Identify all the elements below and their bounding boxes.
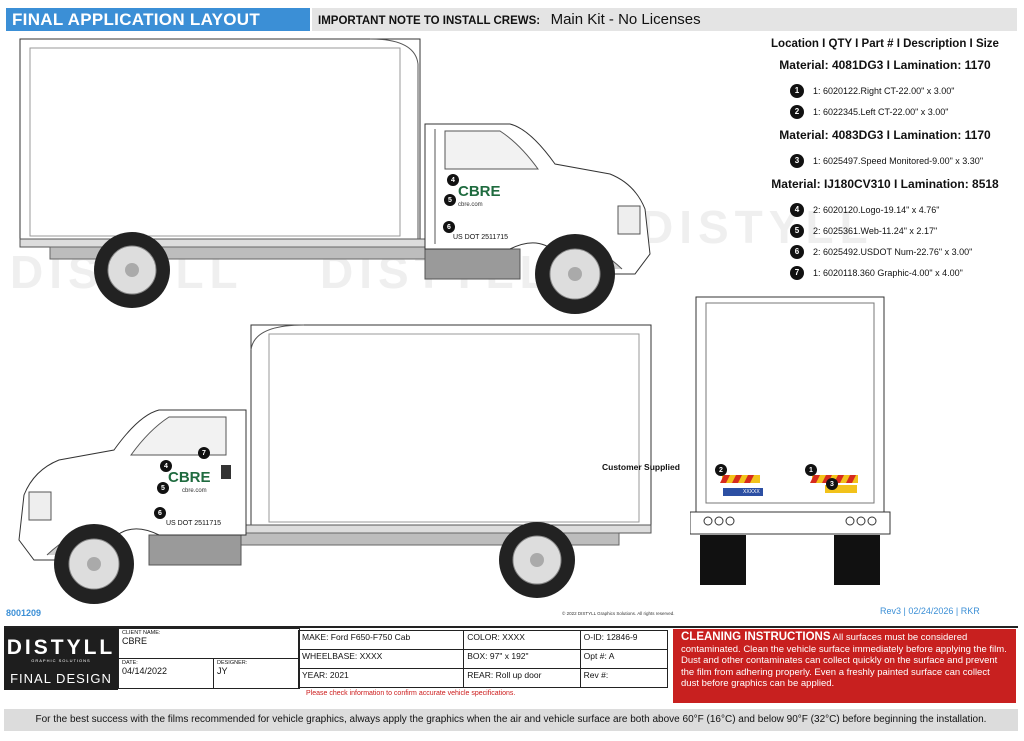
truck-side-right-drawing: CBRE cbre.com US DOT 2511715	[19, 38, 651, 314]
temperature-note: For the best success with the films reco…	[4, 709, 1018, 731]
legend-item-text: 1: 6022345.Left CT-22.00" x 3.00"	[813, 106, 949, 117]
callout-6: 6	[154, 507, 166, 519]
callout-6: 6	[443, 221, 455, 233]
legend-number: 6	[790, 244, 804, 259]
legend-item-text: 2: 6020120.Logo-19.14" x 4.76"	[813, 204, 940, 215]
spec-wheelbase: WHEELBASE: XXXX	[297, 649, 465, 669]
logo-sub: GRAPHIC SOLUTIONS	[31, 658, 91, 663]
logo-word: DISTYLL	[6, 636, 116, 659]
legend-item: 2 1: 6022345.Left CT-22.00" x 3.00"	[790, 101, 1010, 122]
cbre-logo: CBRE	[458, 183, 501, 200]
client-value: CBRE	[122, 636, 148, 646]
legend-item-text: 1: 6025497.Speed Monitored-9.00" x 3.30"	[813, 155, 984, 166]
date-value: 04/14/2022	[122, 666, 168, 676]
legend-item: 3 1: 6025497.Speed Monitored-9.00" x 3.30…	[790, 150, 1010, 171]
spec-year: YEAR: 2021	[297, 668, 465, 688]
legend-number: 7	[790, 265, 804, 280]
legend-item: 5 2: 6025361.Web-11.24" x 2.17"	[790, 220, 1010, 241]
legend-material: Material: IJ180CV310 I Lamination: 8518	[771, 177, 999, 191]
cleaning-instructions: CLEANING INSTRUCTIONS All surfaces must …	[673, 629, 1016, 703]
callout-3: 3	[826, 478, 838, 490]
client-label: CLIENT NAME:	[122, 630, 161, 636]
callout-2: 2	[715, 464, 727, 476]
truck-rear-drawing	[690, 296, 891, 585]
legend-item: 1 1: 6020122.Right CT-22.00" x 3.00"	[790, 80, 1010, 101]
layout-title: FINAL APPLICATION LAYOUT	[6, 8, 310, 31]
truck-side-left-drawing: CBRE cbre.com US DOT 2511715	[18, 324, 652, 604]
distyll-logo: DISTYLL GRAPHIC SOLUTIONS FINAL DESIGN	[4, 628, 118, 690]
final-design-label: FINAL DESIGN	[10, 671, 112, 686]
legend-item-text: 2: 6025492.USDOT Num-22.76" x 3.00"	[813, 246, 973, 257]
watermark: DISTYLL	[640, 201, 874, 253]
callout-4: 4	[447, 174, 459, 186]
legend-item-text: 1: 6020122.Right CT-22.00" x 3.00"	[813, 85, 955, 96]
designer-value: JY	[217, 666, 228, 676]
spec-make: MAKE: Ford F650-F750 Cab	[297, 630, 465, 650]
parts-legend: Location I QTY I Part # I Description I …	[760, 38, 1010, 283]
callout-5: 5	[157, 482, 169, 494]
callout-1: 1	[805, 464, 817, 476]
customer-supplied-label: Customer Supplied	[602, 462, 680, 472]
callout-4: 4	[160, 460, 172, 472]
legend-item: 4 2: 6020120.Logo-19.14" x 4.76"	[790, 199, 1010, 220]
copyright: © 2022 DISTYLL Graphics Solutions. All r…	[562, 611, 675, 616]
cleaning-text: All surfaces must be considered contamin…	[681, 632, 1007, 689]
install-note-label: IMPORTANT NOTE TO INSTALL CREWS:	[318, 15, 541, 27]
legend-material: Material: 4083DG3 I Lamination: 1170	[779, 128, 991, 142]
usdot-number: US DOT 2511715	[453, 234, 508, 241]
cbre-web: cbre.com	[458, 202, 483, 208]
spec-rear: REAR: Roll up door	[463, 668, 581, 688]
client-info-table: CLIENT NAME:CBRE DATE:04/14/2022 DESIGNER…	[118, 628, 300, 689]
date-label: DATE:	[122, 660, 138, 666]
spec-color: COLOR: XXXX	[463, 630, 581, 650]
cbre-logo: CBRE	[168, 469, 211, 486]
license-plate-text: XXXXX	[743, 489, 760, 495]
callout-5: 5	[444, 194, 456, 206]
cleaning-title: CLEANING INSTRUCTIONS	[681, 631, 831, 643]
legend-item: 6 2: 6025492.USDOT Num-22.76" x 3.00"	[790, 241, 1010, 262]
usdot-number: US DOT 2511715	[166, 520, 221, 527]
revision-info: Rev3 | 02/24/2026 | RKR	[880, 606, 980, 616]
legend-number: 2	[790, 104, 804, 119]
legend-item: 7 1: 6020118.360 Graphic-4.00" x 4.00"	[790, 262, 1010, 283]
legend-number: 4	[790, 202, 804, 217]
title-block-rule	[4, 626, 1018, 694]
legend-material: Material: 4081DG3 I Lamination: 1170	[779, 58, 991, 72]
install-note-value: Main Kit - No Licenses	[550, 11, 701, 28]
spec-oid: O-ID: 12846-9	[579, 630, 669, 650]
legend-number: 1	[790, 83, 804, 98]
cbre-web: cbre.com	[182, 488, 207, 494]
spec-rev: Rev #:	[579, 668, 669, 688]
legend-heading: Location I QTY I Part # I Description I …	[771, 38, 999, 50]
spec-opt: Opt #: A	[579, 649, 669, 669]
install-note: IMPORTANT NOTE TO INSTALL CREWS: Main Ki…	[312, 8, 1017, 31]
legend-number: 3	[790, 153, 804, 168]
legend-item-text: 2: 6025361.Web-11.24" x 2.17"	[813, 225, 938, 236]
legend-item-text: 1: 6020118.360 Graphic-4.00" x 4.00"	[813, 267, 963, 278]
job-number: 8001209	[6, 608, 42, 618]
designer-label: DESIGNER:	[217, 660, 248, 666]
legend-number: 5	[790, 223, 804, 238]
callout-7: 7	[198, 447, 210, 459]
spec-warning: Please check information to confirm accu…	[306, 690, 516, 697]
spec-box: BOX: 97" x 192"	[463, 649, 581, 669]
